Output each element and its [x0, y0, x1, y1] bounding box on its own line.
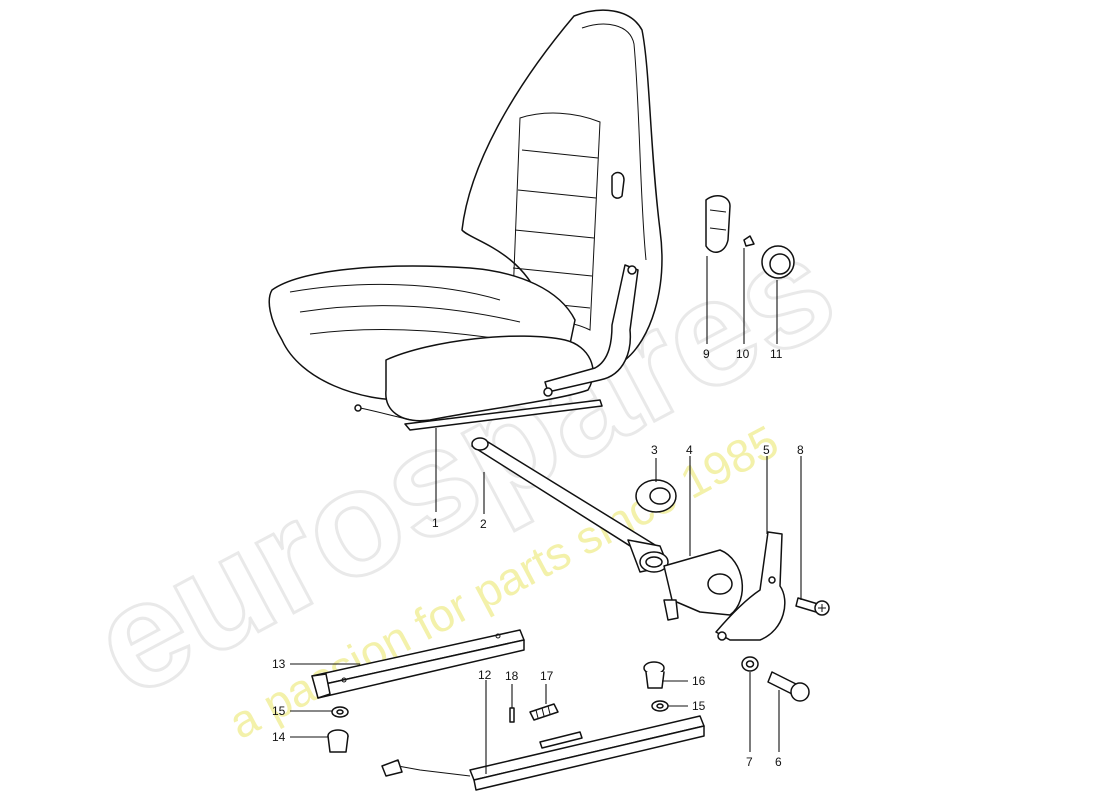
screw	[795, 597, 830, 616]
callout-9: 9	[703, 347, 710, 361]
callout-8: 8	[797, 443, 804, 457]
callout-3: 3	[651, 443, 658, 457]
shoulder-bolt	[767, 671, 810, 702]
callout-1: 1	[432, 516, 439, 530]
leader-lines	[290, 248, 802, 774]
callout-6: 6	[775, 755, 782, 769]
bolt-left	[327, 729, 349, 753]
callout-7: 7	[746, 755, 753, 769]
callout-11: 11	[770, 347, 783, 361]
callout-labels: 1 2 3 4 5 6 7 8 9 10 11 12 13 14 15 15 1…	[272, 347, 804, 769]
callout-2: 2	[480, 517, 487, 531]
callout-13: 13	[272, 657, 286, 671]
upper-rail	[311, 629, 525, 699]
knob	[761, 245, 795, 279]
bushing	[635, 479, 677, 513]
cover-cap	[705, 194, 731, 253]
bracket	[663, 549, 744, 621]
callout-17: 17	[540, 669, 554, 683]
callout-14: 14	[272, 730, 286, 744]
callout-12: 12	[478, 668, 492, 682]
clip	[743, 235, 755, 247]
lower-rail	[381, 715, 705, 791]
lock-washer-left	[331, 706, 349, 718]
washer	[741, 656, 759, 672]
pin	[509, 707, 515, 723]
bolt-right	[643, 661, 665, 689]
callout-18: 18	[505, 669, 519, 683]
callout-5: 5	[763, 443, 770, 457]
callout-10: 10	[736, 347, 750, 361]
callout-15-right: 15	[692, 699, 706, 713]
spring	[529, 703, 559, 721]
lock-washer-right	[651, 700, 669, 712]
seat-assembly	[268, 9, 663, 431]
callout-15-left: 15	[272, 704, 286, 718]
torsion-shaft	[471, 437, 669, 573]
callout-4: 4	[686, 443, 693, 457]
callout-16: 16	[692, 674, 706, 688]
hinge-lever	[715, 531, 786, 641]
